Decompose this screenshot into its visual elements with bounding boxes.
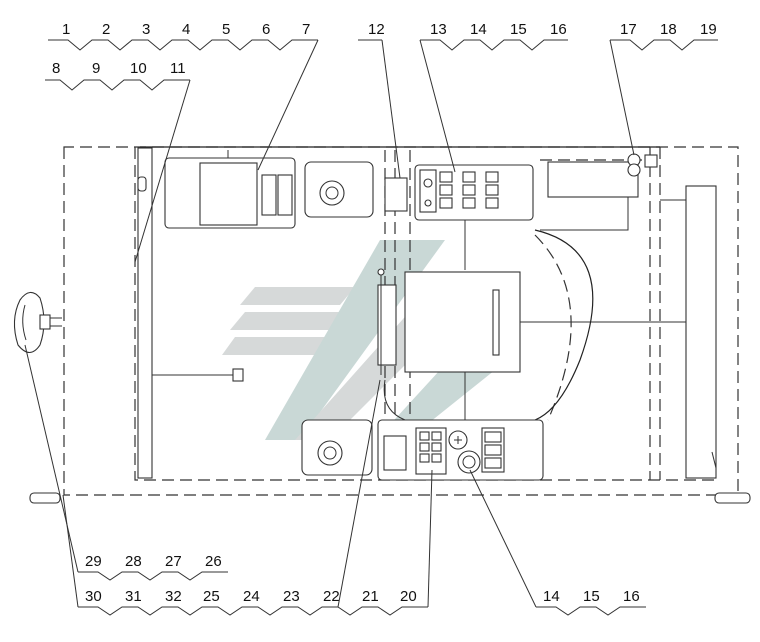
bottom-control-panel	[377, 419, 544, 481]
top-control-panel	[384, 164, 534, 270]
callout-24: 24	[243, 588, 260, 605]
callout-18: 18	[660, 21, 677, 38]
callout-9: 9	[92, 60, 100, 77]
callout-21: 21	[362, 588, 379, 605]
callout-23: 23	[283, 588, 300, 605]
callout-leaders	[24, 39, 718, 616]
callout-28: 28	[125, 553, 142, 570]
callout-12: 12	[368, 21, 385, 38]
right-cabinet	[660, 185, 717, 479]
callout-30: 30	[85, 588, 102, 605]
lamp	[13, 291, 62, 354]
callout-10: 10	[130, 60, 147, 77]
top-console	[164, 150, 296, 229]
callout-6: 6	[262, 21, 270, 38]
callout-14-bottom: 14	[543, 588, 560, 605]
callout-25: 25	[203, 588, 220, 605]
callout-4: 4	[182, 21, 190, 38]
callout-20: 20	[400, 588, 417, 605]
callout-5: 5	[222, 21, 230, 38]
rail	[29, 492, 751, 504]
central-table	[404, 271, 686, 425]
callout-labels: 1 2 3 4 5 6 7 12 13 14 15 16 17 18 19 8 …	[52, 21, 717, 605]
top-seat	[304, 161, 374, 218]
callout-11: 11	[170, 60, 186, 77]
top-right-unit	[540, 153, 658, 231]
callout-16-top: 16	[550, 21, 567, 38]
callout-26: 26	[205, 553, 222, 570]
callout-31: 31	[125, 588, 142, 605]
callout-7: 7	[302, 21, 310, 38]
callout-2: 2	[102, 21, 110, 38]
callout-13: 13	[430, 21, 447, 38]
strip-22	[377, 268, 406, 421]
callout-19: 19	[700, 21, 717, 38]
callout-15-bottom: 15	[583, 588, 600, 605]
door-swing	[534, 229, 594, 421]
callout-16-bottom: 16	[623, 588, 640, 605]
callout-29: 29	[85, 553, 102, 570]
callout-3: 3	[142, 21, 150, 38]
bottom-seat	[301, 419, 373, 476]
callout-15-top: 15	[510, 21, 527, 38]
left-wall	[137, 147, 244, 479]
callout-8: 8	[52, 60, 60, 77]
callout-32: 32	[165, 588, 182, 605]
callout-22: 22	[323, 588, 340, 605]
callout-14-top: 14	[470, 21, 487, 38]
callout-17: 17	[620, 21, 637, 38]
callout-1: 1	[62, 21, 70, 38]
callout-27: 27	[165, 553, 182, 570]
